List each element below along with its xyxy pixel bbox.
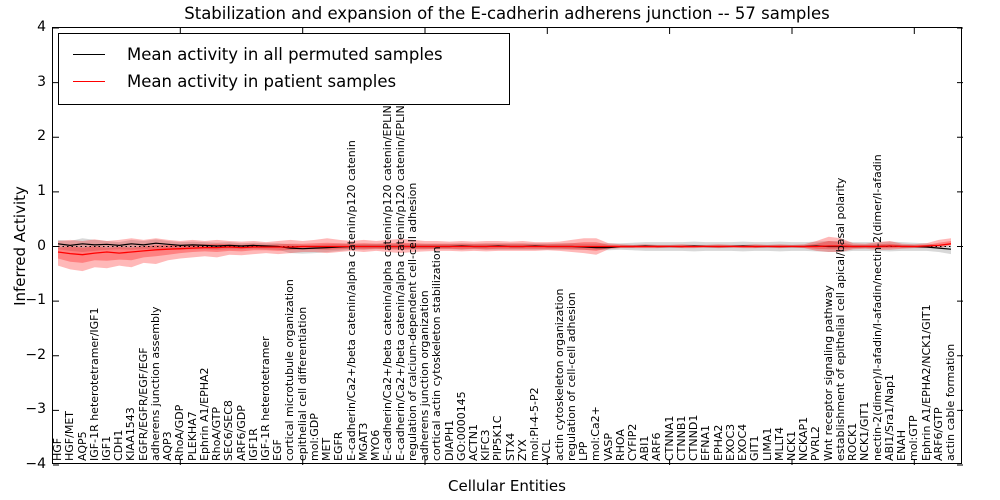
axis-tick-marks bbox=[53, 27, 963, 466]
legend: Mean activity in all permuted samples Me… bbox=[58, 33, 510, 105]
y-tick-label: 0 bbox=[37, 237, 46, 254]
legend-label-patient: Mean activity in patient samples bbox=[127, 72, 397, 91]
y-tick-label: 2 bbox=[37, 128, 46, 145]
chart-title: Stabilization and expansion of the E-cad… bbox=[184, 4, 830, 23]
patient-std-band-outer bbox=[58, 236, 951, 272]
legend-label-permuted: Mean activity in all permuted samples bbox=[127, 45, 443, 64]
patient-mean-line bbox=[57, 243, 952, 256]
y-tick-label: −1 bbox=[25, 292, 46, 309]
x-axis-label: Cellular Entities bbox=[448, 477, 566, 495]
y-tick-label: 4 bbox=[37, 19, 46, 35]
y-tick-label: −2 bbox=[25, 346, 46, 363]
y-tick-label: −3 bbox=[25, 401, 46, 418]
y-tick-label: 1 bbox=[37, 182, 46, 199]
permuted-line-sample bbox=[73, 54, 105, 55]
plot-svg bbox=[53, 27, 963, 466]
y-tick-label: −4 bbox=[25, 456, 46, 472]
patient-line-sample bbox=[73, 81, 105, 82]
legend-item-patient: Mean activity in patient samples bbox=[73, 68, 499, 95]
y-tick-label: 3 bbox=[37, 73, 46, 90]
legend-item-permuted: Mean activity in all permuted samples bbox=[73, 41, 499, 68]
